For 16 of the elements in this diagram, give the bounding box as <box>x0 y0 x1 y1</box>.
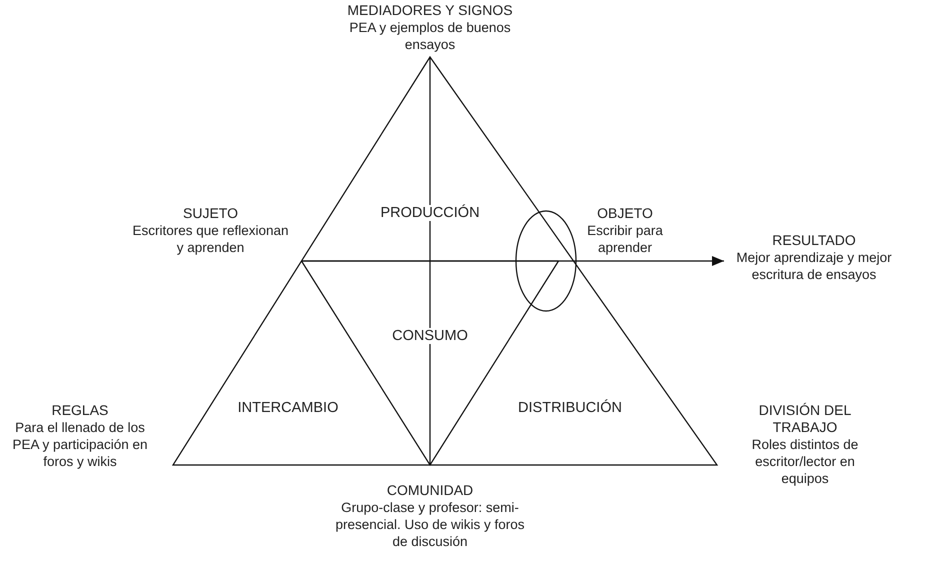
node-heading: MEDIADORES Y SIGNOS <box>346 2 514 19</box>
sector-label: CONSUMO <box>390 328 470 344</box>
node-heading: DIVISIÓN DEL TRABAJO <box>758 402 852 436</box>
node-description: PEA y ejemplos de buenos ensayos <box>348 19 512 53</box>
node-description: Mejor aprendizaje y mejor escritura de ensayos <box>735 249 893 283</box>
arrow <box>302 256 724 266</box>
node-description: Roles distintos de escritor/lector en equipos <box>750 436 860 487</box>
node-description: Escribir para aprender <box>586 222 664 256</box>
node-heading: SUJETO <box>182 205 239 222</box>
node-description: Para el llenado de los PEA y participación en foros y wikis <box>11 419 149 470</box>
node-heading: OBJETO <box>596 205 654 222</box>
node-heading: COMUNIDAD <box>386 482 474 499</box>
node-heading: REGLAS <box>50 402 110 419</box>
node-description: Escritores que reflexionan y aprenden <box>131 222 290 256</box>
node-heading: RESULTADO <box>771 232 857 249</box>
node-description: Grupo-clase y profesor: semi-presencial. Uso de wikis y foros de discusión <box>335 499 525 550</box>
